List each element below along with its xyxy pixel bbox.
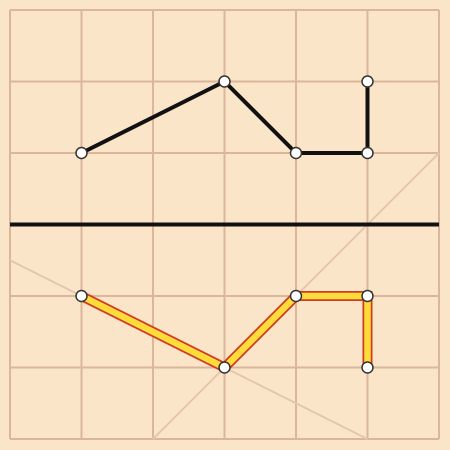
- target-node[interactable]: [75, 146, 88, 160]
- path-nodes[interactable]: [75, 75, 374, 374]
- answer-node[interactable]: [361, 361, 374, 374]
- target-node[interactable]: [289, 146, 303, 160]
- target-node[interactable]: [361, 146, 374, 160]
- answer-node[interactable]: [75, 289, 88, 303]
- target-node[interactable]: [361, 75, 374, 88]
- answer-node[interactable]: [218, 361, 231, 374]
- answer-node[interactable]: [361, 289, 374, 303]
- answer-node[interactable]: [289, 289, 303, 303]
- target-node[interactable]: [218, 75, 231, 88]
